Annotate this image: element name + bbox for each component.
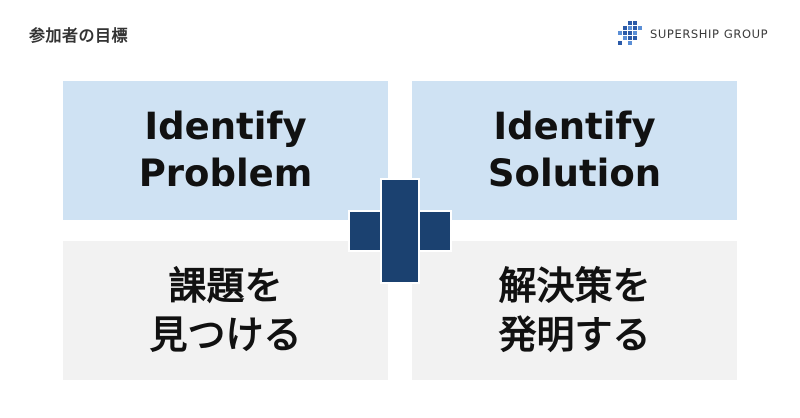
find-problem-text: 課題を 見つける: [149, 264, 302, 357]
invent-solution-text: 解決策を 発明する: [498, 264, 651, 357]
logo-text: SUPERSHIP GROUP: [650, 27, 769, 41]
box-identify-solution: Identify Solution: [412, 81, 737, 220]
plus-center: [382, 212, 418, 250]
plus-icon: [348, 178, 452, 284]
identify-problem-text: Identify Problem: [138, 104, 313, 195]
supership-logo: SUPERSHIP GROUP: [618, 21, 768, 47]
supership-pixel-logo-icon: [618, 21, 642, 45]
slide-title: 参加者の目標: [29, 26, 129, 45]
box-find-problem: 課題を 見つける: [63, 241, 388, 380]
box-identify-problem: Identify Problem: [63, 81, 388, 220]
identify-solution-text: Identify Solution: [487, 104, 662, 195]
box-invent-solution: 解決策を 発明する: [412, 241, 737, 380]
